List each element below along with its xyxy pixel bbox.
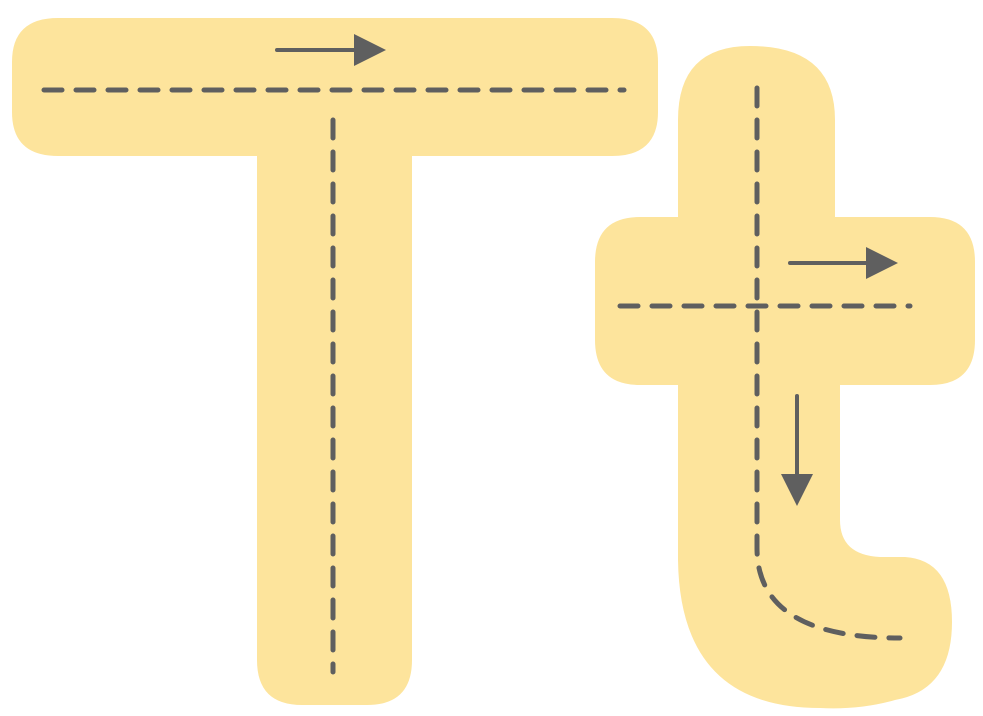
- lowercase-t-stem-guide: [754, 85, 903, 641]
- uppercase-t-letter: [12, 18, 658, 705]
- lowercase-t-letter: [595, 46, 975, 709]
- lowercase-t-shape: [595, 46, 975, 709]
